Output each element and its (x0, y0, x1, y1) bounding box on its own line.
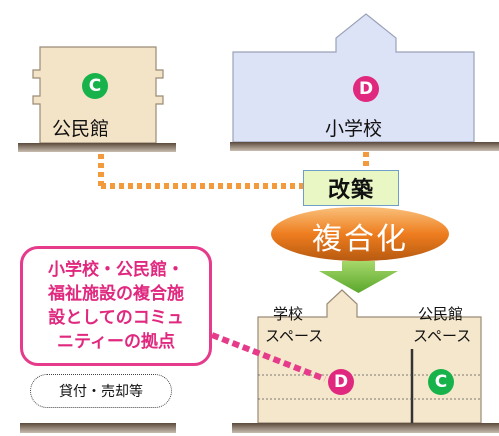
callout-line-1: 小学校・公民館・ (48, 260, 184, 280)
callout-line-3: 設としてのコミュ (48, 308, 184, 328)
badge-d-bottom (328, 369, 354, 395)
elementary-school-label: 小学校 (325, 118, 383, 140)
community-hall-building (18, 46, 176, 152)
school-space-label-line2: スペース (265, 327, 324, 345)
hall-space-label-line2: スペース (413, 327, 472, 345)
ground-line-left (20, 423, 176, 433)
hall-space-label-line1: 公民館 (418, 305, 464, 323)
ground-line-complex (232, 423, 499, 433)
badge-c-top-letter: C (88, 76, 102, 96)
ground-line-school (230, 142, 499, 151)
elementary-school-building (230, 13, 499, 151)
disposal-pill: 貸付・売却等 (30, 374, 172, 408)
callout-line-2: 福祉施設の複合施 (48, 284, 184, 304)
badge-c-bottom (428, 369, 454, 395)
consolidation-label: 複合化 (312, 222, 408, 257)
callout-line-4: ニティーの拠点 (57, 332, 175, 352)
renovation-box: 改築 (303, 170, 399, 206)
ground-line-hall (18, 143, 176, 152)
badge-c-top (82, 73, 108, 99)
community-hub-callout: 小学校・公民館・ 福祉施設の複合施 設としてのコミュ ニティーの拠点 (20, 246, 212, 366)
school-space-label-line1: 学校 (273, 305, 304, 323)
badge-d-top (353, 76, 379, 102)
callout-pointer (210, 332, 327, 382)
badge-d-top-letter: D (358, 79, 374, 99)
badge-c-bottom-letter: C (434, 372, 448, 392)
down-arrow-icon (319, 261, 398, 293)
connector-dotted (98, 152, 369, 189)
community-hall-label: 公民館 (52, 118, 110, 140)
badge-d-bottom-letter: D (333, 372, 349, 392)
consolidation-ellipse (271, 207, 449, 261)
complex-facility-building (232, 289, 499, 433)
